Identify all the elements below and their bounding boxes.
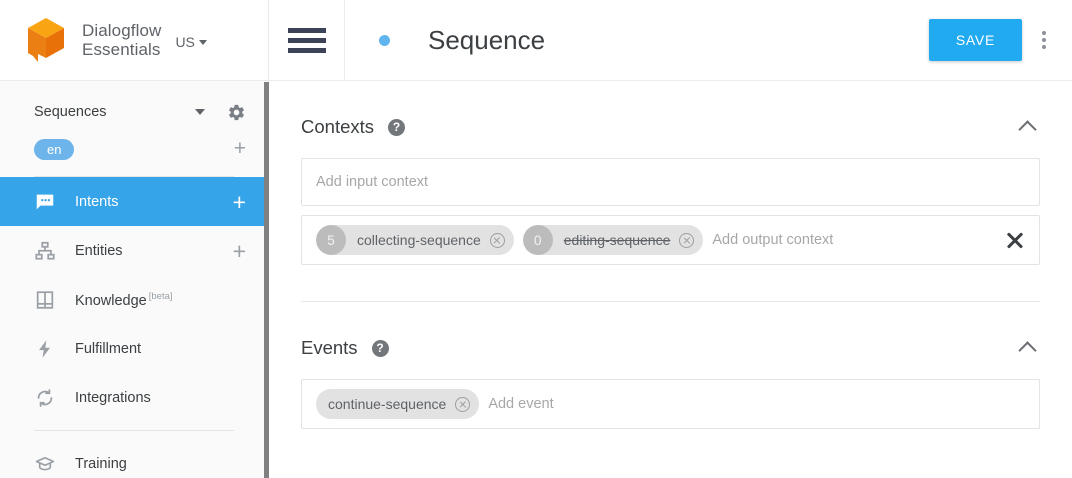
help-icon[interactable]: ? xyxy=(371,339,389,357)
language-row: en + xyxy=(0,131,268,167)
language-chip-en[interactable]: en xyxy=(34,138,75,160)
status-dot xyxy=(379,34,390,46)
sidebar-item-label: Entities xyxy=(75,242,123,259)
events-title: Events xyxy=(301,337,358,358)
collapse-events-icon[interactable] xyxy=(1018,337,1040,359)
sidebar-item-fulfillment[interactable]: Fulfillment xyxy=(0,324,268,373)
page-title: Sequence xyxy=(428,24,546,55)
output-context-placeholder: Add output context xyxy=(712,232,834,248)
beta-badge: [beta] xyxy=(148,290,173,302)
section-divider xyxy=(301,301,1040,302)
sidebar-item-intents[interactable]: Intents + xyxy=(0,177,268,226)
add-language-button[interactable]: + xyxy=(233,137,246,160)
region-selector[interactable]: US xyxy=(175,30,207,50)
sidebar-item-label: Knowledge[beta] xyxy=(75,291,246,309)
chevron-down-icon[interactable] xyxy=(195,109,205,115)
add-entity-button[interactable]: + xyxy=(232,237,246,264)
intent-editor-content: Contexts ? Add input context 5 collectin… xyxy=(269,81,1072,429)
collapse-contexts-icon[interactable] xyxy=(1018,116,1040,138)
hamburger-icon[interactable] xyxy=(269,0,345,81)
sidebar-item-label: Fulfillment xyxy=(75,340,142,357)
contexts-section: Contexts ? Add input context 5 collectin… xyxy=(301,81,1040,302)
add-intent-button[interactable]: + xyxy=(232,188,246,215)
chevron-down-icon xyxy=(198,39,207,45)
training-icon xyxy=(34,453,56,475)
entities-icon xyxy=(34,240,56,262)
sidebar-item-label: Integrations xyxy=(75,389,151,406)
sidebar-item-knowledge[interactable]: Knowledge[beta] xyxy=(0,275,268,324)
brand-title: Dialogflow Essentials xyxy=(82,21,161,59)
contexts-title: Contexts xyxy=(301,116,375,137)
context-lifespan-count[interactable]: 0 xyxy=(522,225,553,255)
sidebar-divider-top xyxy=(34,176,234,177)
main-panel: Sequence SAVE Contexts ? Add input conte… xyxy=(269,0,1072,478)
output-context-chip[interactable]: 0 editing-sequence xyxy=(522,225,704,255)
brand-line-2: Essentials xyxy=(82,40,161,59)
context-lifespan-count[interactable]: 5 xyxy=(316,225,346,255)
sidebar: Dialogflow Essentials US Sequences en + xyxy=(0,0,269,478)
context-name: editing-sequence xyxy=(563,232,671,248)
sidebar-item-text: Knowledge xyxy=(75,292,147,309)
events-section: Events ? continue-sequence Add event xyxy=(301,302,1040,429)
remove-context-icon[interactable] xyxy=(489,232,505,248)
input-context-placeholder: Add input context xyxy=(316,174,429,190)
save-button[interactable]: SAVE xyxy=(928,19,1022,61)
brand-header[interactable]: Dialogflow Essentials US xyxy=(0,0,268,81)
event-chip[interactable]: continue-sequence xyxy=(316,389,480,419)
sidebar-scrollbar[interactable] xyxy=(264,82,269,478)
region-label: US xyxy=(175,34,195,50)
event-name: continue-sequence xyxy=(328,396,447,412)
brand-line-1: Dialogflow xyxy=(82,21,162,40)
agent-name: Sequences xyxy=(34,104,107,120)
agent-selector-row[interactable]: Sequences xyxy=(0,93,268,131)
input-context-field[interactable]: Add input context xyxy=(301,158,1040,206)
events-field[interactable]: continue-sequence Add event xyxy=(301,379,1040,429)
kebab-menu-icon[interactable] xyxy=(1022,0,1066,81)
integrations-icon xyxy=(34,387,56,409)
top-toolbar: Sequence SAVE xyxy=(269,0,1072,81)
sidebar-item-entities[interactable]: Entities + xyxy=(0,226,268,275)
knowledge-icon xyxy=(34,289,56,311)
sidebar-item-label: Intents xyxy=(75,193,119,210)
output-context-field[interactable]: 5 collecting-sequence 0 editing-sequence… xyxy=(301,215,1040,265)
sidebar-divider-bottom xyxy=(34,430,234,431)
events-header: Events ? xyxy=(301,326,1040,370)
remove-event-icon[interactable] xyxy=(455,396,471,412)
remove-context-icon[interactable] xyxy=(679,232,695,248)
contexts-header: Contexts ? xyxy=(301,105,1040,149)
fulfillment-icon xyxy=(34,338,56,360)
sidebar-item-training[interactable]: Training xyxy=(0,439,268,478)
add-event-placeholder: Add event xyxy=(488,396,554,412)
clear-output-contexts-icon[interactable] xyxy=(1005,230,1025,250)
context-name: collecting-sequence xyxy=(357,232,481,248)
help-icon[interactable]: ? xyxy=(388,118,406,136)
output-context-chip[interactable]: 5 collecting-sequence xyxy=(316,225,514,255)
sidebar-item-label: Training xyxy=(75,455,127,472)
intents-icon xyxy=(34,191,56,213)
sidebar-item-integrations[interactable]: Integrations xyxy=(0,373,268,422)
dialogflow-logo-icon xyxy=(24,15,68,65)
gear-icon[interactable] xyxy=(227,103,246,122)
